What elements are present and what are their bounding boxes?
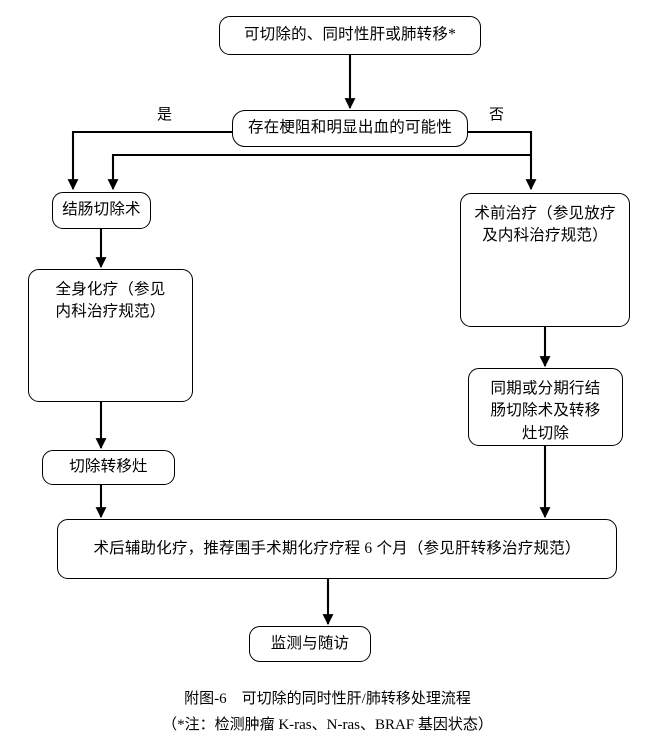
node-decision-obstruction[interactable]: 存在梗阻和明显出血的可能性: [232, 110, 468, 147]
figure-note: （*注：检测肿瘤 K-ras、N-ras、BRAF 基因状态）: [162, 717, 493, 733]
node-start[interactable]: 可切除的、同时性肝或肺转移*: [219, 16, 481, 55]
figure-title: 附图-6 可切除的同时性肝/肺转移处理流程: [184, 691, 471, 707]
node-resect-metastases[interactable]: 切除转移灶: [42, 450, 175, 485]
edge-label-no: 否: [489, 107, 505, 123]
node-adjuvant-chemotherapy[interactable]: 术后辅助化疗，推荐围手术期化疗疗程 6 个月（参见肝转移治疗规范）: [57, 519, 617, 579]
node-systemic-chemotherapy[interactable]: 全身化疗（参见 内科治疗规范）: [28, 269, 193, 402]
node-colectomy[interactable]: 结肠切除术: [52, 192, 151, 229]
node-preoperative-therapy[interactable]: 术前治疗（参见放疗 及内科治疗规范）: [460, 193, 630, 327]
edge-decision-no: [468, 130, 537, 191]
node-surveillance-followup[interactable]: 监测与随访: [249, 626, 371, 662]
edge-decision-yes: [67, 130, 232, 191]
node-staged-resection[interactable]: 同期或分期行结 肠切除术及转移 灶切除: [468, 368, 623, 446]
edge-return-to-colectomy: [107, 153, 531, 191]
edge-label-yes: 是: [157, 107, 173, 123]
